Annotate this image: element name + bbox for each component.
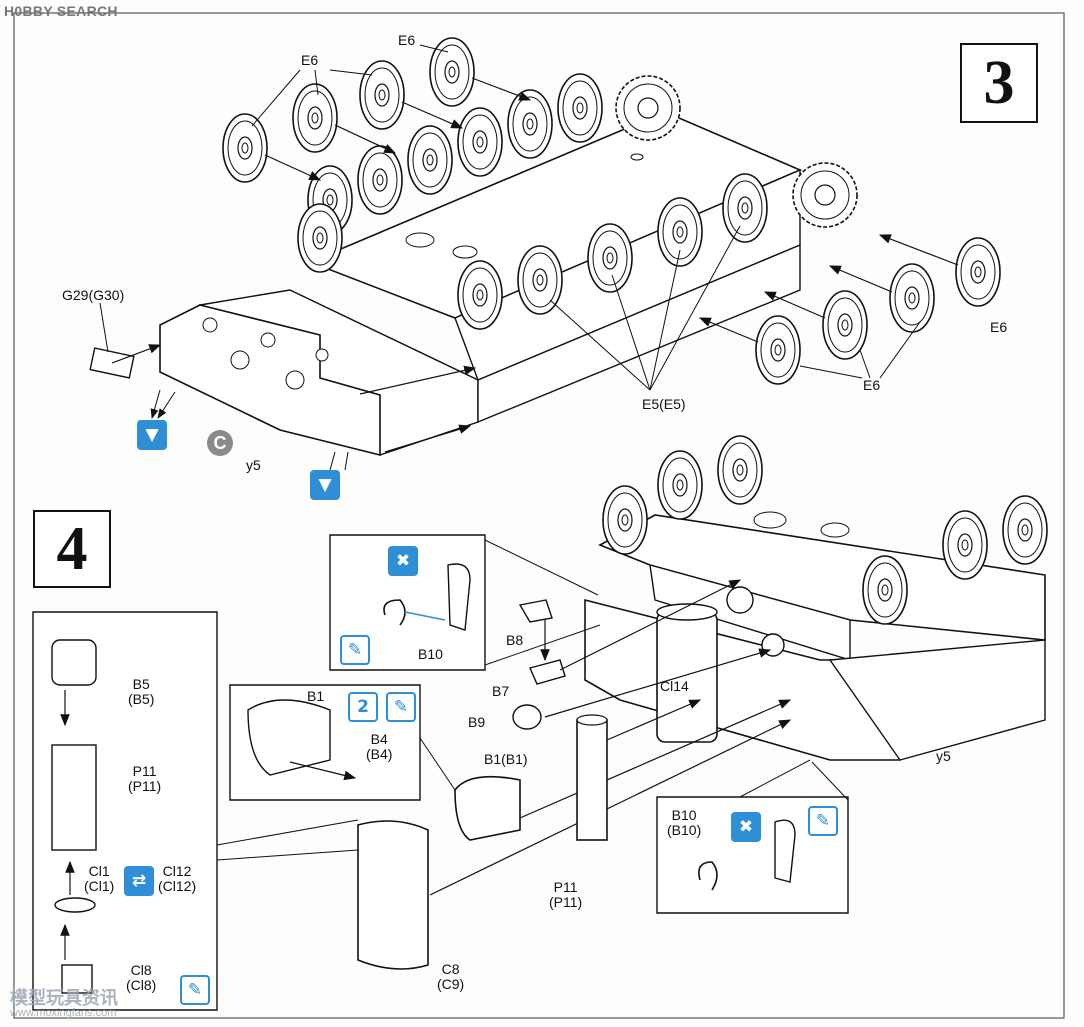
remove-part-icon: ▼ [310, 470, 340, 500]
label-b10-panel: B10 (B10) [667, 807, 702, 838]
label-g29: G29(G30) [62, 287, 125, 303]
label-y5-step3: y5 [246, 457, 261, 473]
label-cl12: Cl12 (Cl12) [158, 863, 197, 894]
label-cl8: Cl8 (Cl8) [126, 962, 157, 993]
part-b5 [51, 639, 97, 686]
multiply-icon: 2 [348, 692, 378, 722]
glue-icon: ✎ [386, 692, 416, 722]
watermark-bottom: 模型玩具资讯 [10, 988, 118, 1008]
part-c8 [357, 820, 429, 970]
label-b8: B8 [506, 632, 524, 648]
remove-part-icon: ✖ [388, 546, 418, 576]
glue-icon: ✎ [180, 975, 210, 1005]
label-e6-top-a: E6 [398, 32, 416, 48]
part-cl8 [61, 964, 93, 994]
hatch-1 [405, 232, 435, 248]
label-e6-right-a: E6 [990, 319, 1008, 335]
glue-icon: ✎ [808, 806, 838, 836]
watermark-url: www.moxingfans.com [10, 1007, 117, 1019]
label-e5: E5(E5) [642, 396, 686, 412]
remove-part-icon: ▼ [137, 420, 167, 450]
label-y5-step4: y5 [936, 748, 951, 764]
detail-panel-b10-lower [656, 796, 849, 914]
label-b5: B5 (B5) [128, 676, 155, 707]
label-b1-main: B1(B1) [484, 751, 528, 767]
label-b10-top: B10 [418, 646, 443, 662]
hatch-2 [452, 245, 478, 259]
part-b7 [529, 659, 566, 685]
c-mark-icon: C [207, 430, 233, 456]
part-p11-left [51, 744, 97, 851]
label-e6-right-b: E6 [863, 377, 881, 393]
part-b8 [518, 599, 553, 623]
label-b7: B7 [492, 683, 510, 699]
step-number-3: 3 [960, 43, 1038, 123]
label-b1-panel: B1 [307, 688, 325, 704]
part-p11-center [576, 719, 608, 841]
remove-part-icon: ✖ [731, 812, 761, 842]
part-cl1 [54, 897, 96, 913]
label-b9: B9 [468, 714, 486, 730]
label-e6-top-b: E6 [301, 52, 319, 68]
label-cl1: Cl1 (Cl1) [84, 863, 115, 894]
step-number-4: 4 [33, 510, 111, 588]
label-c8: C8 (C9) [437, 961, 465, 992]
label-b4: B4 (B4) [366, 731, 393, 762]
swap-icon: ⇄ [124, 866, 154, 896]
label-cl14: Cl14 [660, 678, 689, 694]
glue-icon: ✎ [340, 635, 370, 665]
label-p11-center: P11 (P11) [549, 879, 583, 910]
part-b1 [454, 775, 521, 841]
page-border [13, 12, 1065, 1019]
label-p11-left: P11 (P11) [128, 763, 162, 794]
watermark-top: H0BBY SEARCH [4, 3, 118, 19]
exhaust-cl14 [656, 611, 718, 743]
part-b9 [512, 704, 542, 730]
